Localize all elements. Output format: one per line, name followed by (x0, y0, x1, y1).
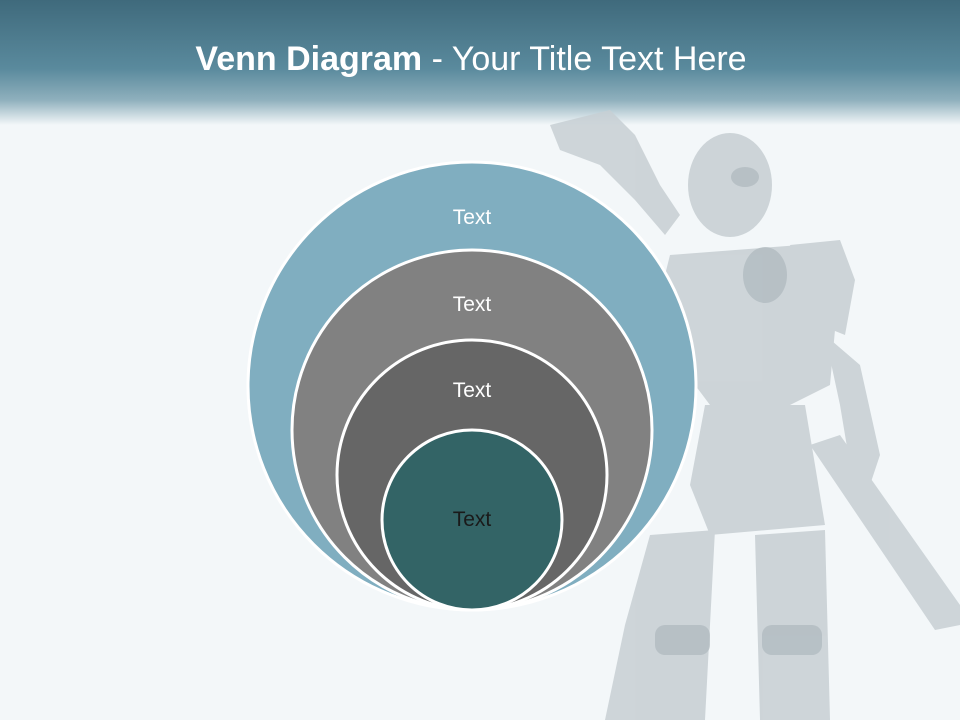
circle-second-label: Text (453, 293, 492, 316)
circle-outer-label: Text (453, 206, 492, 229)
title-bold: Venn Diagram (195, 40, 423, 78)
slide-title: Venn Diagram - Your Title Text Here (0, 40, 942, 79)
robot-figure-image (550, 110, 960, 720)
title-rest: - Your Title Text Here (422, 40, 747, 78)
circle-third-label: Text (453, 379, 492, 402)
title-bar (0, 0, 960, 125)
circle-inner-label: Text (453, 508, 492, 531)
circle-inner (380, 428, 564, 612)
